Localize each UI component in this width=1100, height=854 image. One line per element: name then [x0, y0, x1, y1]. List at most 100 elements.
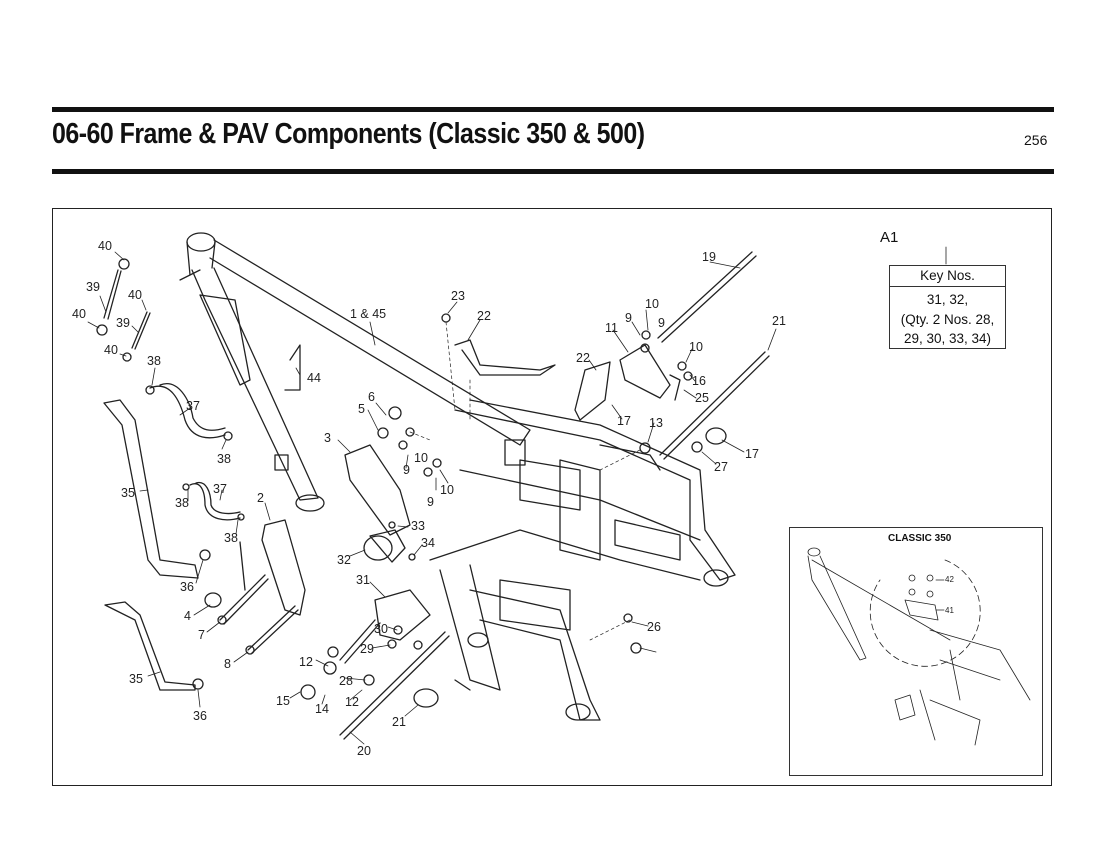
bracket-3: [344, 444, 411, 536]
bracket-2: [261, 519, 306, 616]
leader-lines: [87, 246, 947, 745]
callout-40: 40: [72, 307, 86, 321]
callout-9: 9: [625, 311, 632, 325]
callout-9: 9: [658, 316, 665, 330]
inset-title: CLASSIC 350: [888, 533, 952, 544]
pav-pipe-upper: [103, 399, 199, 579]
bolt-13: [657, 251, 757, 343]
callout-39: 39: [116, 316, 130, 330]
bolt-8: [247, 605, 299, 654]
callout-29: 29: [360, 642, 374, 656]
plate-21-lower: [413, 688, 439, 708]
callout-38: 38: [217, 452, 231, 466]
callout-17: 17: [745, 447, 759, 461]
bracket-22: [454, 339, 556, 376]
callout-12: 12: [299, 655, 313, 669]
callout-40: 40: [98, 239, 112, 253]
alignment-lines: [409, 321, 641, 641]
callout-38: 38: [147, 354, 161, 368]
callout-12: 12: [345, 695, 359, 709]
callout-28: 28: [339, 674, 353, 688]
callout-16: 16: [692, 374, 706, 388]
key-ref-label: A1: [880, 229, 899, 246]
bolt-20: [339, 631, 450, 740]
callout-3: 3: [324, 431, 331, 445]
header-rule-bottom: [52, 169, 1054, 174]
key-body: 31, 32, (Qty. 2 Nos. 28, 29, 30, 33, 34): [890, 287, 1005, 349]
callout-34: 34: [421, 536, 435, 550]
callout-25: 25: [695, 391, 709, 405]
pav-valve: [363, 529, 406, 563]
callout-1-45: 1 & 45: [350, 307, 386, 321]
callout-30: 30: [374, 622, 388, 636]
inset-callout-42: 42: [945, 575, 954, 584]
callout-9: 9: [427, 495, 434, 509]
callout-7: 7: [198, 628, 205, 642]
callout-37: 37: [213, 482, 227, 496]
callout-14: 14: [315, 702, 329, 716]
callout-22: 22: [477, 309, 491, 323]
callout-22: 22: [576, 351, 590, 365]
callout-13: 13: [649, 416, 663, 430]
callout-27: 27: [714, 460, 728, 474]
callout-9: 9: [403, 463, 410, 477]
callout-21: 21: [772, 314, 786, 328]
plate-21-upper: [705, 427, 727, 445]
callout-37: 37: [186, 399, 200, 413]
hose-upper: [149, 383, 226, 439]
callout-35: 35: [121, 486, 135, 500]
callout-6: 6: [368, 390, 375, 404]
bracket-22b: [574, 361, 611, 421]
callout-38: 38: [224, 531, 238, 545]
bracket-11: [619, 344, 671, 399]
callout-21: 21: [392, 715, 406, 729]
callout-32: 32: [337, 553, 351, 567]
key-table: Key Nos. 31, 32, (Qty. 2 Nos. 28, 29, 30…: [889, 265, 1006, 349]
callout-20: 20: [357, 744, 371, 758]
callout-23: 23: [451, 289, 465, 303]
callout-44: 44: [307, 371, 321, 385]
pav-pipe-lower: [104, 601, 196, 691]
callout-5: 5: [358, 402, 365, 416]
hose-lower: [189, 481, 241, 521]
callout-36: 36: [180, 580, 194, 594]
key-line: 29, 30, 33, 34): [903, 331, 992, 346]
bolt-12: [339, 619, 381, 664]
bolt-19: [659, 351, 770, 460]
callout-19: 19: [702, 250, 716, 264]
callout-33: 33: [411, 519, 425, 533]
callout-10: 10: [689, 340, 703, 354]
callout-26: 26: [647, 620, 661, 634]
page-title: 06-60 Frame & PAV Components (Classic 35…: [52, 118, 645, 150]
page-number: 256: [1024, 132, 1048, 148]
inset-callout-41: 41: [945, 606, 954, 615]
callout-38: 38: [175, 496, 189, 510]
callout-2: 2: [257, 491, 264, 505]
callout-36: 36: [193, 709, 207, 723]
front-down-tube: [191, 267, 325, 512]
callout-31: 31: [356, 573, 370, 587]
key-line: (Qty. 2 Nos. 28,: [900, 311, 995, 327]
callout-15: 15: [276, 694, 290, 708]
frame-cradle: [429, 399, 736, 721]
callout-40: 40: [128, 288, 142, 302]
callout-8: 8: [224, 657, 231, 671]
key-heading: Key Nos.: [890, 266, 1005, 287]
bolt-7: [219, 574, 269, 625]
bracket-31: [374, 589, 431, 641]
inset-frame-sketch: [807, 547, 1031, 746]
spacer-4: [204, 592, 222, 608]
callout-4: 4: [184, 609, 191, 623]
callout-17: 17: [617, 414, 631, 428]
key-line: 31, 32,: [926, 292, 969, 307]
frame-top-tube: [179, 239, 531, 446]
header-rule-top: [52, 107, 1054, 112]
small-hardware: [96, 258, 703, 700]
steering-head: [186, 232, 216, 276]
callout-10: 10: [440, 483, 454, 497]
callout-40: 40: [104, 343, 118, 357]
callout-10: 10: [645, 297, 659, 311]
callout-39: 39: [86, 280, 100, 294]
